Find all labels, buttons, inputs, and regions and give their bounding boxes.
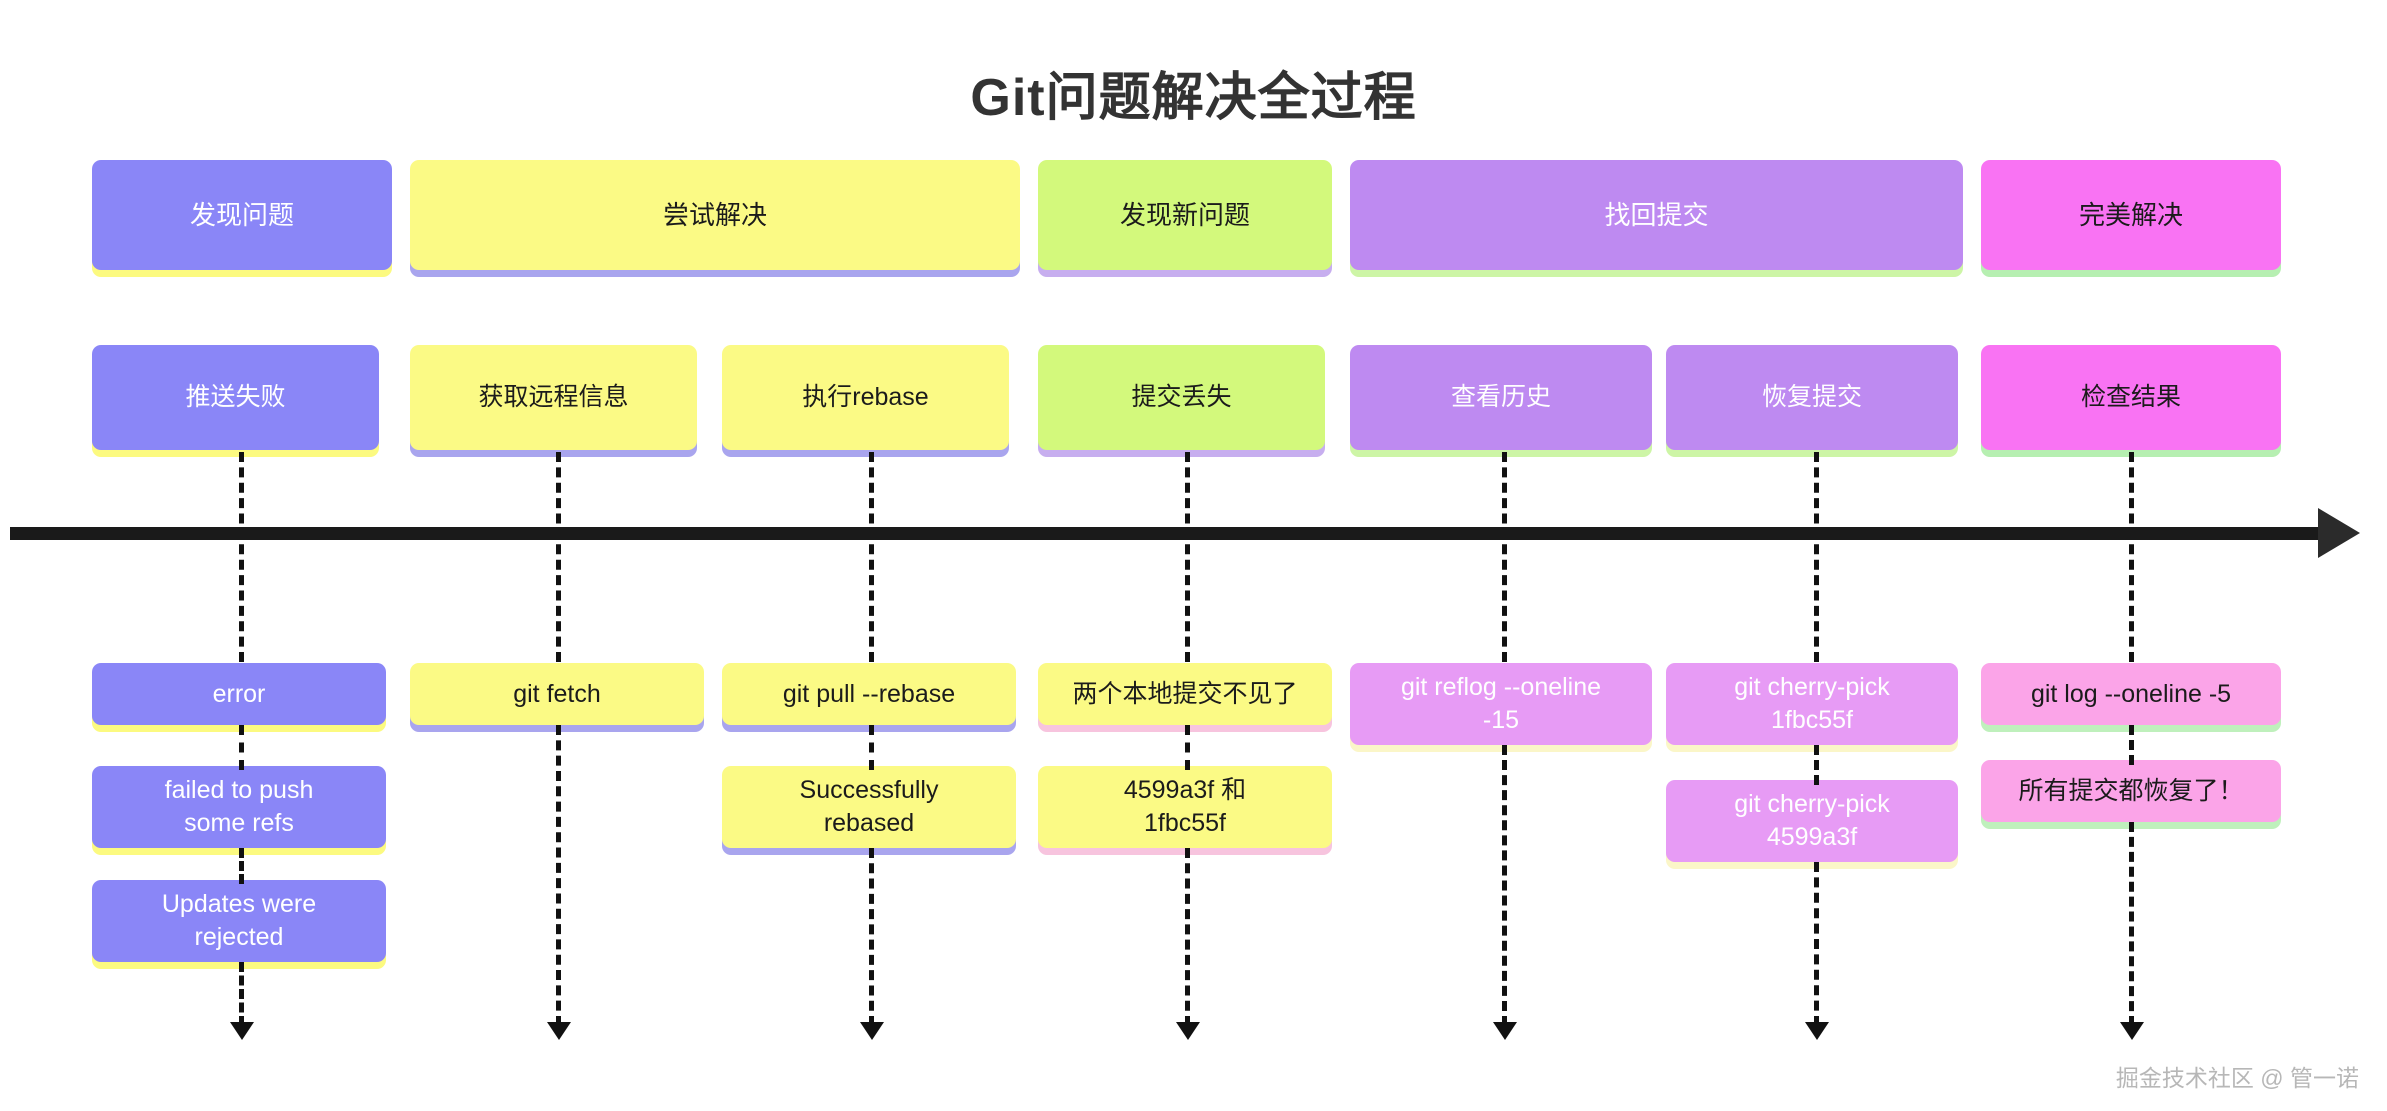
step-card-1[interactable]: 推送失败 <box>92 345 379 450</box>
connector-column-1 <box>239 452 244 662</box>
connector-column-7-c <box>2129 822 2134 1026</box>
connector-column-6 <box>1814 452 1819 662</box>
arrow-tip-column-4 <box>1176 1022 1200 1040</box>
connector-column-5 <box>1502 452 1507 662</box>
phase-card-4[interactable]: 找回提交 <box>1350 160 1963 270</box>
connector-column-4 <box>1185 452 1190 662</box>
detail-card-6-1[interactable]: git cherry-pick 1fbc55f <box>1666 663 1958 745</box>
connector-column-2 <box>556 452 561 662</box>
step-card-6[interactable]: 恢复提交 <box>1666 345 1958 450</box>
arrow-tip-column-5 <box>1493 1022 1517 1040</box>
step-card-2[interactable]: 获取远程信息 <box>410 345 697 450</box>
connector-column-3-c <box>869 848 874 1026</box>
connector-column-6-b <box>1814 745 1819 785</box>
detail-card-3-1[interactable]: git pull --rebase <box>722 663 1016 725</box>
detail-card-2-1[interactable]: git fetch <box>410 663 704 725</box>
detail-card-5-1[interactable]: git reflog --oneline -15 <box>1350 663 1652 745</box>
detail-card-1-2[interactable]: failed to push some refs <box>92 766 386 848</box>
timeline-axis <box>10 527 2320 540</box>
phase-card-2[interactable]: 尝试解决 <box>410 160 1020 270</box>
detail-card-4-2[interactable]: 4599a3f 和 1fbc55f <box>1038 766 1332 848</box>
detail-card-7-1[interactable]: git log --oneline -5 <box>1981 663 2281 725</box>
step-card-7[interactable]: 检查结果 <box>1981 345 2281 450</box>
arrow-tip-column-2 <box>547 1022 571 1040</box>
watermark: 掘金技术社区 @ 管一诺 <box>2115 1065 2359 1091</box>
detail-card-1-3[interactable]: Updates were rejected <box>92 880 386 962</box>
page-title: Git问题解决全过程 <box>970 69 1417 127</box>
connector-column-4-b <box>1185 725 1190 770</box>
connector-column-1-c <box>239 848 244 884</box>
step-card-4[interactable]: 提交丢失 <box>1038 345 1325 450</box>
connector-column-2-b <box>556 725 561 1026</box>
phase-card-5[interactable]: 完美解决 <box>1981 160 2281 270</box>
arrow-tip-column-7 <box>2120 1022 2144 1040</box>
detail-card-3-2[interactable]: Successfully rebased <box>722 766 1016 848</box>
phase-card-1[interactable]: 发现问题 <box>92 160 392 270</box>
connector-column-1-d <box>239 962 244 1026</box>
phase-card-3[interactable]: 发现新问题 <box>1038 160 1332 270</box>
detail-card-1-1[interactable]: error <box>92 663 386 725</box>
connector-column-5-b <box>1502 745 1507 1026</box>
connector-column-3 <box>869 452 874 662</box>
connector-column-4-c <box>1185 848 1190 1026</box>
arrow-tip-column-6 <box>1805 1022 1829 1040</box>
arrow-tip-column-1 <box>230 1022 254 1040</box>
connector-column-3-b <box>869 725 874 770</box>
detail-card-4-1[interactable]: 两个本地提交不见了 <box>1038 663 1332 725</box>
timeline-arrow-icon <box>2318 508 2360 558</box>
step-card-3[interactable]: 执行rebase <box>722 345 1009 450</box>
connector-column-1-b <box>239 725 244 770</box>
detail-card-7-2[interactable]: 所有提交都恢复了！ <box>1981 760 2281 822</box>
detail-card-6-2[interactable]: git cherry-pick 4599a3f <box>1666 780 1958 862</box>
arrow-tip-column-3 <box>860 1022 884 1040</box>
connector-column-7-b <box>2129 725 2134 765</box>
connector-column-7 <box>2129 452 2134 662</box>
connector-column-6-c <box>1814 862 1819 1026</box>
step-card-5[interactable]: 查看历史 <box>1350 345 1652 450</box>
